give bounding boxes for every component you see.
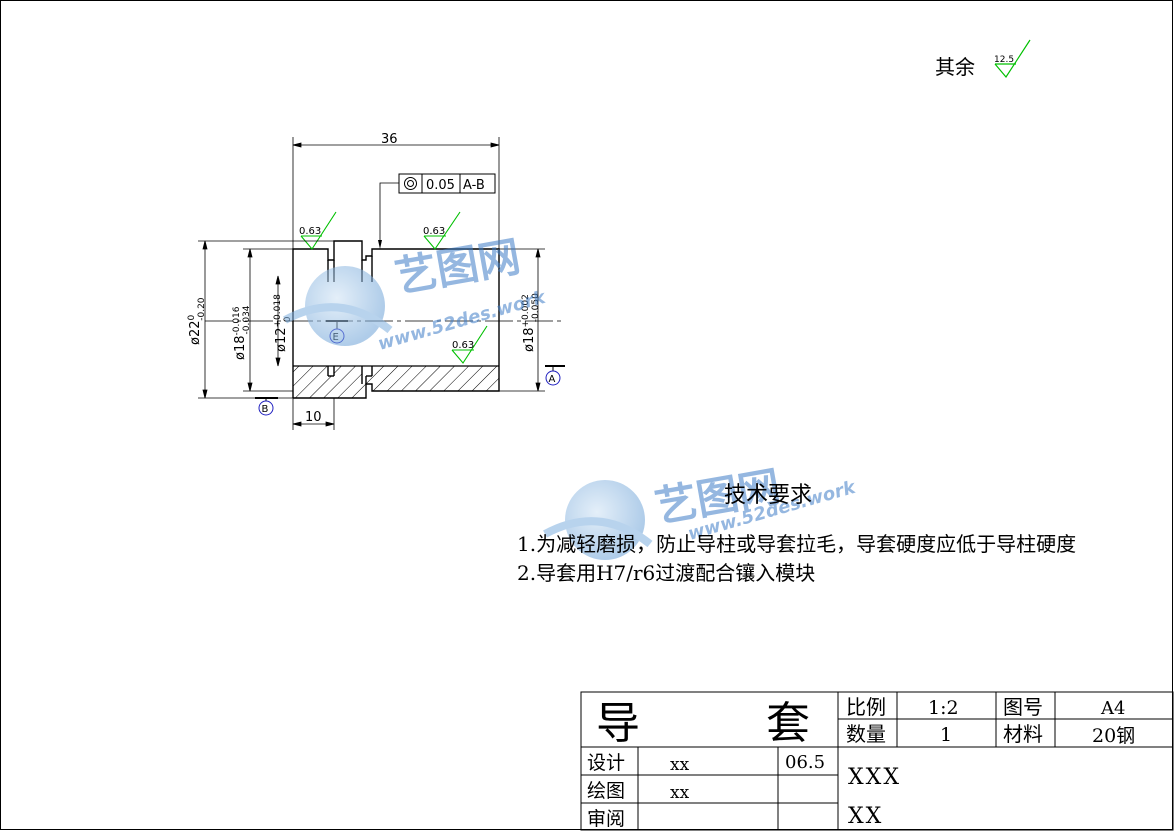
- tolerance-frame: 0.05 A-B: [378, 173, 496, 249]
- dim-bore-dia: [243, 248, 293, 392]
- dim-overall-length-text: 36: [381, 132, 398, 147]
- tech-req-title: 技术要求: [724, 483, 812, 508]
- roughness-mark-1: 0.63: [299, 211, 337, 250]
- svg-text:0.63: 0.63: [299, 226, 321, 237]
- title-block: 导 套 比例 1:2 图号 A4 数量 1 材料 20钢 设计 xx 06.5 …: [580, 691, 1174, 831]
- design-value: xx: [670, 755, 690, 775]
- company-name: XXX: [848, 765, 901, 790]
- draw-value: xx: [670, 783, 690, 803]
- tech-req-item-1: 1.为减轻磨损，防止导柱或导套拉毛，导套硬度应低于导柱硬度: [517, 532, 1076, 556]
- roughness-mark-2: 0.63: [423, 211, 461, 250]
- hatch-area: [293, 366, 499, 398]
- dim-right-dia: [499, 248, 545, 392]
- general-roughness-value: 12.5: [994, 55, 1014, 65]
- drawing-no-label: 图号: [1003, 695, 1043, 719]
- general-roughness-label: 其余: [935, 55, 975, 79]
- dim-right-dia-text: ø18+0.002-0.050: [521, 293, 541, 352]
- drawing-no-value: A4: [1100, 698, 1125, 719]
- scale-value: 1:2: [928, 697, 959, 719]
- tech-requirements: 技术要求 1.为减轻磨损，防止导柱或导套拉毛，导套硬度应低于导柱硬度 2.导套用…: [517, 483, 1076, 585]
- dim-inner-dia: [275, 275, 281, 367]
- part-name-2: 套: [766, 698, 810, 749]
- dim-inner-dia-text: ø12+0.0180: [273, 294, 293, 352]
- dim-shoulder: [292, 398, 335, 430]
- watermark-1: 艺图网 www.52des.work: [283, 232, 549, 355]
- material-label: 材料: [1003, 722, 1043, 746]
- dim-bore-dia-text: ø18-0.016-0.034: [232, 305, 252, 360]
- roughness-mark-3: 0.63: [451, 325, 488, 364]
- watermark-brand-1: 艺图网: [391, 232, 524, 302]
- tolerance-value: 0.05: [426, 178, 455, 193]
- material-value: 20钢: [1092, 725, 1135, 747]
- dim-overall-length: [292, 137, 500, 249]
- part-name-1: 导: [596, 698, 640, 749]
- draw-label: 绘图: [587, 780, 625, 802]
- datum-b: B: [255, 397, 278, 416]
- date-value: 06.5: [785, 752, 825, 773]
- datum-a: A: [545, 365, 565, 386]
- svg-text:B: B: [262, 404, 269, 415]
- dim-outer-dia-text: ø220-0.20: [187, 297, 207, 345]
- scale-label: 比例: [846, 695, 886, 719]
- concentricity-icon: [404, 177, 417, 190]
- review-label: 审阅: [587, 808, 625, 830]
- general-roughness: 其余 12.5: [935, 39, 1031, 79]
- tech-req-item-2: 2.导套用H7/r6过渡配合镶入模块: [517, 561, 815, 585]
- dim-shoulder-text: 10: [305, 410, 322, 425]
- design-label: 设计: [587, 752, 625, 774]
- qty-label: 数量: [846, 722, 886, 746]
- svg-text:0.63: 0.63: [423, 226, 445, 237]
- roughness-symbol-icon: [994, 39, 1031, 79]
- company-name-2: XX: [848, 804, 883, 829]
- qty-value: 1: [940, 724, 952, 746]
- svg-text:0.63: 0.63: [452, 340, 474, 351]
- tolerance-datum: A-B: [463, 178, 485, 193]
- svg-text:A: A: [549, 374, 556, 385]
